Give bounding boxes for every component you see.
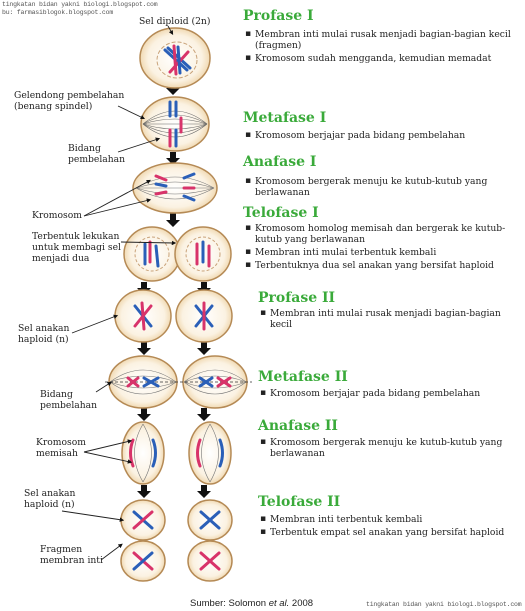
pointer-memisah-1 [83,439,133,453]
label-lekukan-line3: menjadi dua [32,253,90,264]
label-sel-anakan-2-line2: haploid (n) [24,499,75,510]
phase-bullet: Kromosom bergerak menuju ke kutub-kutub … [245,176,515,198]
pointer-kromosom-1 [83,179,151,217]
label-fragmen-line2: membran inti [40,555,103,566]
phase-title-metafase-1: Metafase I [243,110,327,126]
phase-bullet: Kromosom berjajar pada bidang pembelahan [260,388,515,399]
pointer-gelendong [117,105,146,120]
phase-bullet: Kromosom homolog memisah dan bergerak ke… [245,223,515,245]
cell-profase-2 [114,289,233,343]
phase-bullet: Membran inti mulai rusak menjadi bagian-… [260,308,515,330]
pointer-bidang-1 [117,137,161,153]
pointer-fragmen [100,543,123,561]
source-prefix: Sumber: Solomon [190,598,269,609]
source-citation: Sumber: Solomon et al. 2008 [190,598,313,609]
phase-title-metafase-2: Metafase II [258,369,348,385]
phase-bullet: Terbentuknya dua sel anakan yang bersifa… [245,260,515,271]
cell-metafase-1 [140,96,210,152]
label-lekukan-line1: Terbentuk lekukan [32,231,120,242]
label-sel-diploid: Sel diploid (2n) [139,16,211,27]
phase-bullet: Terbentuk empat sel anakan yang bersifat… [260,527,515,538]
label-lekukan: Terbentuk lekukan untuk membagi sel menj… [32,231,121,264]
pointer-memisah-2 [83,451,133,464]
phase-bullet: Membran inti mulai rusak menjadi bagian-… [245,29,515,51]
source-italic: et al. [268,598,290,609]
watermark-top-2: bu: farmasiblogok.blogspot.com [2,9,114,16]
label-bidang-2-line2: pembelahan [40,400,98,411]
phase-title-profase-2: Profase II [258,290,336,306]
cell-metafase-2 [105,355,252,409]
label-fragmen-line1: Fragmen [40,544,83,555]
watermark-bottom: tingkatan bidan yakni biologi.blogspot.c… [366,601,522,608]
phase-title-telofase-2: Telofase II [258,494,341,510]
cell-anafase-1 [132,162,218,214]
label-sel-anakan-line1: Sel anakan [18,323,70,334]
phase-bullet: Kromosom berjajar pada bidang pembelahan [245,130,515,141]
label-bidang-1-line2: pembelahan [68,154,126,165]
label-sel-anakan-line2: haploid (n) [18,334,69,345]
phase-bullet: Kromosom sudah mengganda, kemudian memad… [245,53,515,64]
pointer-bidang-2 [95,381,112,393]
cell-telofase-1 [123,226,232,282]
phase-title-profase-1: Profase I [243,8,314,24]
source-suffix: 2008 [289,598,314,609]
label-bidang-2-line1: Bidang [40,389,73,400]
label-sel-anakan-2-line1: Sel anakan [24,488,76,499]
label-sel-anakan-2: Sel anakan haploid (n) [24,488,75,510]
pointer-kromosom-2 [83,198,152,217]
label-gelendong-line1: Gelendong pembelahan [14,90,125,101]
phase-bullet: Membran inti terbentuk kembali [260,514,515,525]
label-kromosom-memisah: Kromosom memisah [36,437,86,459]
pointer-lekukan [120,240,177,246]
phase-title-anafase-1: Anafase I [243,154,317,170]
label-gelendong: Gelendong pembelahan (benang spindel) [14,90,124,112]
label-bidang-2: Bidang pembelahan [40,389,97,411]
cell-anafase-2 [121,421,232,485]
pointer-anakan-2 [61,510,125,522]
cell-profase-1 [139,27,211,89]
label-kromosom: Kromosom [32,210,82,221]
label-memisah-line2: memisah [36,448,78,459]
label-gelendong-line2: (benang spindel) [14,101,93,112]
label-bidang-1: Bidang pembelahan [68,143,125,165]
phase-bullet: Membran inti mulai terbentuk kembali [245,247,515,258]
phase-bullet: Kromosom bergerak menuju ke kutub-kutub … [260,437,515,459]
label-bidang-1-line1: Bidang [68,143,101,154]
label-memisah-line1: Kromosom [36,437,86,448]
pointer-sel-diploid [167,25,174,35]
pointer-anakan [71,314,119,334]
phase-title-anafase-2: Anafase II [258,418,338,434]
cell-telofase-2 [120,499,233,582]
watermark-top: tingkatan bidan yakni biologi.blogspot.c… [2,1,158,8]
label-fragmen: Fragmen membran inti [40,544,103,566]
label-sel-anakan: Sel anakan haploid (n) [18,323,69,345]
label-lekukan-line2: untuk membagi sel [32,242,121,253]
phase-title-telofase-1: Telofase I [243,205,319,221]
